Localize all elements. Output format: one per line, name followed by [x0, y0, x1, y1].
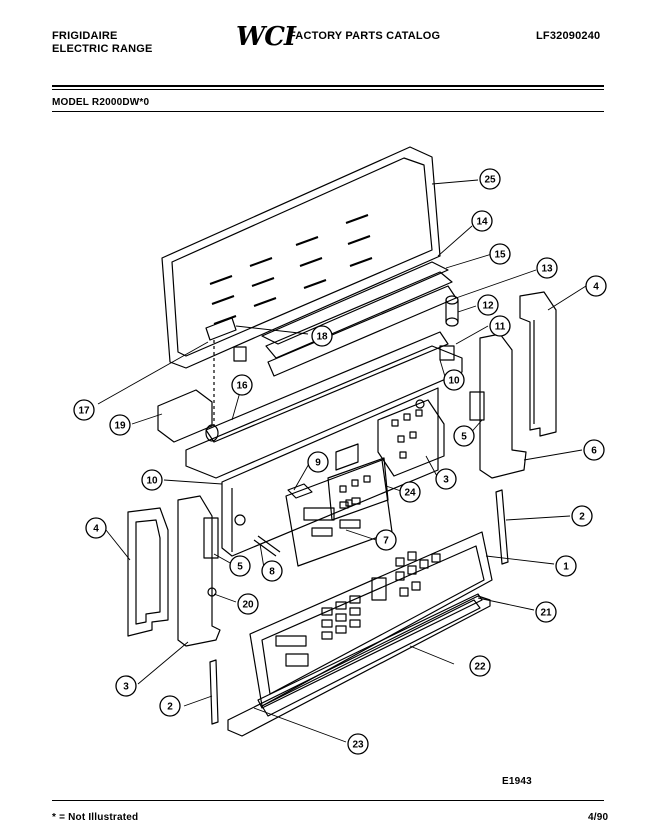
part-4-right-endcap	[519, 291, 557, 437]
callout-circle	[585, 275, 607, 297]
callout-circle	[477, 294, 499, 316]
callout-label: 24	[404, 488, 416, 499]
callout-circle	[307, 451, 329, 473]
brand-line-2: ELECTRIC RANGE	[52, 43, 153, 55]
callout-label: 10	[146, 476, 158, 487]
part-2-right-trim	[495, 489, 509, 565]
model-rule	[52, 111, 604, 112]
callout-circle	[231, 374, 253, 396]
callout-label: 15	[494, 250, 506, 261]
header-rule-thick	[52, 85, 604, 87]
callout-circle	[73, 399, 95, 421]
callout-label: 16	[236, 381, 248, 392]
callout-circle	[399, 481, 421, 503]
callout-circle	[261, 560, 283, 582]
callout-circle	[443, 369, 465, 391]
callout-label: 25	[484, 175, 496, 186]
callout-label: 19	[114, 421, 126, 432]
part-20-screw	[207, 587, 217, 597]
part-6-circuit-board	[327, 457, 389, 521]
callout-circle	[311, 325, 333, 347]
callout-circle	[375, 529, 397, 551]
callout-circle	[435, 468, 457, 490]
callout-circle	[115, 675, 137, 697]
callout-circle	[489, 243, 511, 265]
part-3-right-bracket	[469, 333, 527, 479]
part-22-trim-strip	[257, 593, 483, 709]
part-18-bracket	[205, 317, 247, 430]
brand-line-1: FRIGIDAIRE	[52, 30, 118, 42]
part-10-control-frame	[221, 387, 439, 557]
callout-circle	[583, 439, 605, 461]
revision-date: 4/90	[588, 812, 609, 823]
callout-label: 20	[242, 600, 254, 611]
callout-label: 7	[383, 536, 389, 547]
part-9-clip	[287, 483, 313, 499]
callout-label: 5	[461, 432, 467, 443]
callout-circle	[159, 695, 181, 717]
callout-circle	[536, 257, 558, 279]
callout-label: 2	[167, 702, 173, 713]
catalog-title: FACTORY PARTS CATALOG	[289, 30, 441, 42]
model-number: MODEL R2000DW*0	[52, 97, 150, 108]
callout-label: 4	[93, 524, 99, 535]
callout-circle	[479, 168, 501, 190]
footer-rule	[52, 800, 604, 801]
callout-circle	[109, 414, 131, 436]
callout-label: 14	[476, 217, 488, 228]
part-1-front-panel	[249, 531, 493, 707]
callout-label: 12	[482, 301, 494, 312]
callout-label: 13	[541, 264, 553, 275]
part-14-15-trim	[261, 261, 457, 377]
part-19-bracket	[157, 389, 213, 443]
callout-circle	[555, 555, 577, 577]
callout-circle	[229, 555, 251, 577]
callout-circle	[347, 733, 369, 755]
callout-circle	[471, 210, 493, 232]
callout-label: 10	[448, 376, 460, 387]
callout-circle	[469, 655, 491, 677]
wci-logo: WCI	[236, 22, 296, 52]
callout-label: 23	[352, 740, 364, 751]
callout-label: 11	[495, 322, 506, 333]
callout-label: 2	[579, 512, 585, 523]
callout-label: 3	[443, 475, 449, 486]
callout-label: 22	[474, 662, 486, 673]
callout-label: 5	[237, 562, 243, 573]
footnote: * = Not Illustrated	[52, 812, 139, 823]
callout-label: 3	[123, 682, 129, 693]
callout-label: 8	[269, 567, 275, 578]
callout-circle	[453, 425, 475, 447]
callout-circle	[237, 593, 259, 615]
callout-circle	[489, 315, 511, 337]
callout-circle	[141, 469, 163, 491]
callout-label: 9	[315, 458, 321, 469]
part-2-left-trim	[209, 659, 219, 725]
doc-number: LF32090240	[536, 30, 601, 42]
part-24-relay-board	[377, 399, 445, 477]
part-16-base-panel	[185, 331, 463, 479]
callout-circle	[535, 601, 557, 623]
callout-circle	[571, 505, 593, 527]
callout-label: 6	[591, 446, 597, 457]
part-25-rear-panel	[161, 146, 441, 369]
callout-label: 4	[593, 282, 599, 293]
header-rule-thin	[52, 89, 604, 90]
part-4-left-endcap	[127, 507, 169, 637]
callout-label: 18	[316, 332, 328, 343]
part-3-left-bracket	[177, 495, 221, 647]
leader-lines	[97, 179, 587, 743]
callout-label: 17	[78, 406, 90, 417]
drawing-code: E1943	[502, 776, 532, 787]
callout-label: 21	[540, 608, 552, 619]
part-23-bottom-trim	[227, 595, 491, 737]
part-8-clip	[253, 535, 281, 557]
callout-circle	[85, 517, 107, 539]
callout-label: 1	[563, 562, 569, 573]
part-12-13-hardware	[439, 295, 459, 361]
